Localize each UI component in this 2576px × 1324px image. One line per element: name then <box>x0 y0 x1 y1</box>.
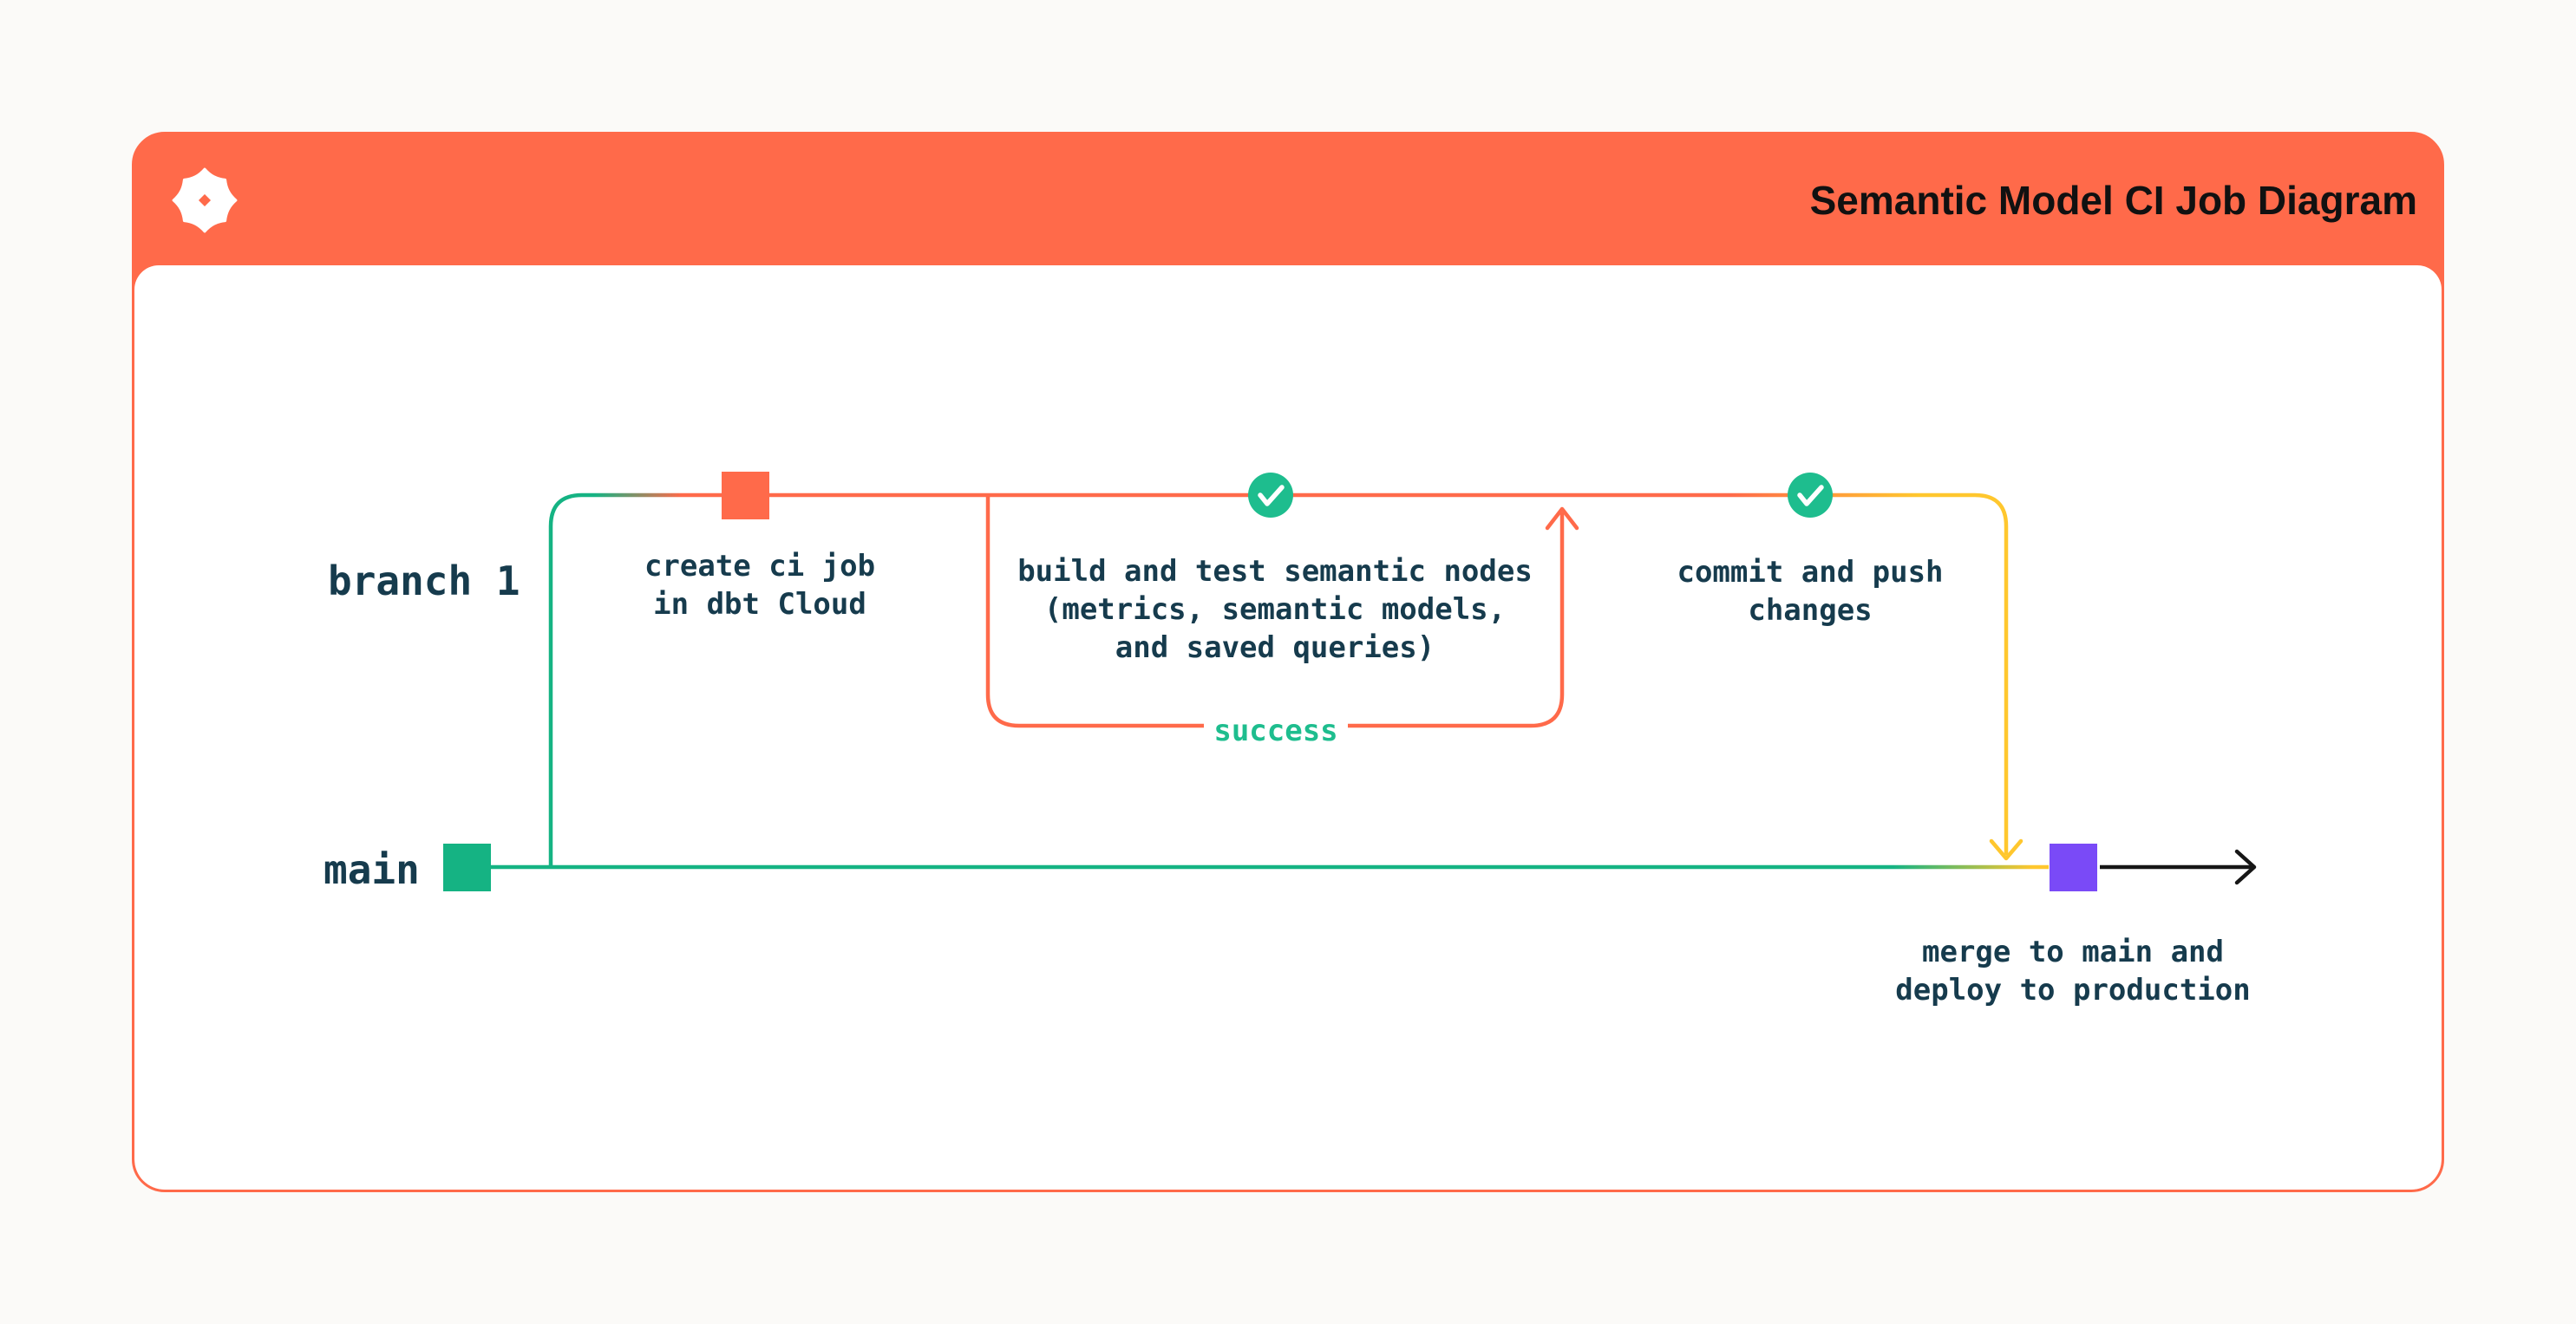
page-title: Semantic Model CI Job Diagram <box>1809 177 2417 223</box>
diagram-card: Semantic Model CI Job Diagram <box>132 132 2444 1192</box>
card-header: Semantic Model CI Job Diagram <box>134 134 2442 265</box>
branch-label: branch 1 <box>328 558 520 604</box>
main-label: main <box>324 846 420 893</box>
step-commit-push-label: commit and push changes <box>1677 555 1944 628</box>
step-build-test-label: build and test semantic nodes (metrics, … <box>1017 554 1533 665</box>
step-merge-deploy-label: merge to main and deploy to production <box>1895 935 2251 1008</box>
step-create-ci-label: create ci job in dbt Cloud <box>644 549 876 622</box>
success-label: success <box>1213 714 1338 748</box>
dbt-logo-icon <box>172 167 238 232</box>
